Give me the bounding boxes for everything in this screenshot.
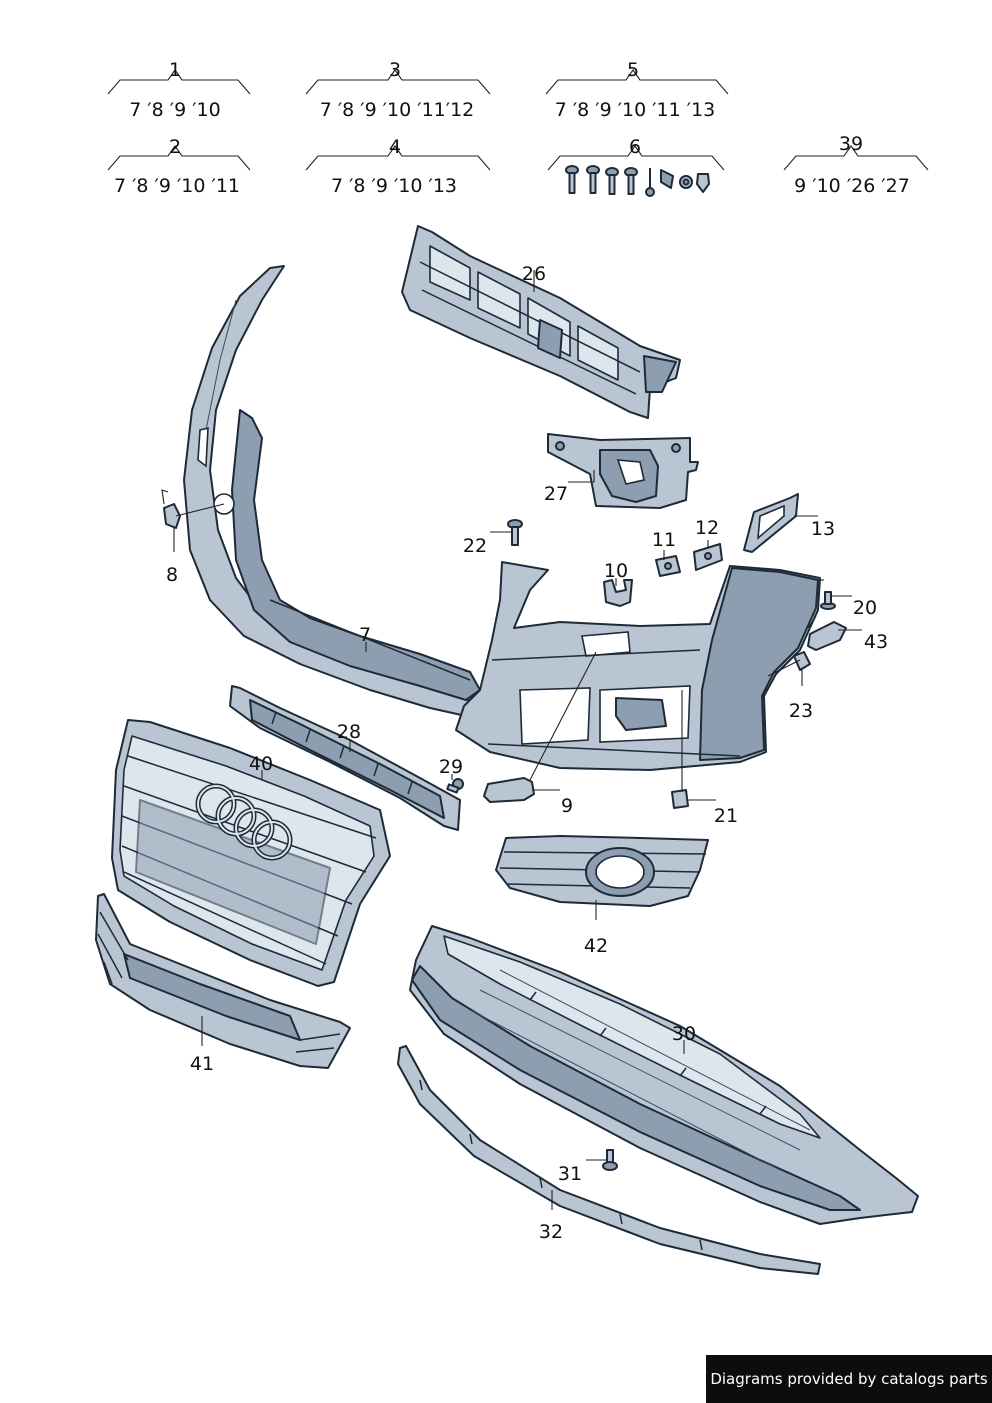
lower-trim-strip-32: [397, 1045, 821, 1275]
tow-cover-9: [483, 777, 535, 803]
callout-31: 31: [558, 1163, 582, 1185]
legend-subparts-3: 7 ′8 ′9 ′10 ′11′12: [320, 99, 475, 121]
legend-subparts-4: 7 ′8 ′9 ′10 ′13: [331, 175, 457, 197]
clip-12: [693, 543, 723, 571]
legend-number-2: 2: [169, 136, 181, 158]
legend-subparts-1: 7 ′8 ′9 ′10: [129, 99, 221, 121]
legend-group-3: 3 7 ′8 ′9 ′10 ′11′12: [305, 59, 491, 121]
callout-7: 7: [359, 624, 371, 646]
callout-29: 29: [439, 756, 463, 778]
callout-23: 23: [789, 700, 813, 722]
callout-21: 21: [714, 805, 738, 827]
callout-11: 11: [652, 529, 676, 551]
callout-43: 43: [864, 631, 888, 653]
callout-40: 40: [249, 753, 273, 775]
clip-23: [793, 651, 811, 671]
trim-frame-13: [743, 493, 799, 553]
screw-29: [446, 778, 464, 794]
legend-group-2: 2 7 ′8 ′9 ′10 ′11: [107, 136, 251, 197]
callout-28: 28: [337, 721, 361, 743]
credit-banner[interactable]: Diagrams provided by catalogs parts: [706, 1355, 992, 1403]
callout-27: 27: [544, 483, 568, 505]
callout-labels: 26 27 22 10 11 12 13 20 43 23 8 7 28 40 …: [166, 263, 888, 1243]
legend-subparts-5: 7 ′8 ′9 ′10 ′11 ′13: [555, 99, 716, 121]
callout-12: 12: [695, 517, 719, 539]
clip-21: [671, 789, 689, 809]
leader-lines: [173, 270, 862, 1210]
callout-10: 10: [604, 560, 628, 582]
brand-rings-emblem: [195, 783, 293, 861]
callout-13: 13: [811, 518, 835, 540]
screw-22: [507, 519, 523, 546]
legend-number-4: 4: [389, 136, 401, 158]
lower-grille-41: [95, 893, 351, 1069]
callout-20: 20: [853, 597, 877, 619]
callout-42: 42: [584, 935, 608, 957]
callout-41: 41: [190, 1053, 214, 1075]
legend-group-5: 5 7 ′8 ′9 ′10 ′11 ′13: [545, 59, 729, 121]
screw-set-icon: [565, 165, 710, 197]
callout-9: 9: [561, 795, 573, 817]
callout-26: 26: [522, 263, 546, 285]
callout-30: 30: [672, 1023, 696, 1045]
legend-group-39: 39 9 ′10 ′26 ′27: [783, 133, 929, 197]
clip-10: [603, 579, 633, 607]
legend-group-1: 1 7 ′8 ′9 ′10: [107, 59, 251, 121]
legend-number-39: 39: [839, 133, 863, 155]
legend-subparts-39: 9 ′10 ′26 ′27: [794, 175, 910, 197]
fog-light-grille-42: [495, 835, 709, 907]
grille-strip-28: [229, 685, 461, 831]
clip-11: [655, 555, 681, 577]
callout-32: 32: [539, 1221, 563, 1243]
legend-number-6: 6: [629, 136, 641, 158]
legend-group-4: 4 7 ′8 ′9 ′10 ′13: [305, 136, 491, 197]
screw-31: [602, 1149, 618, 1171]
legend-number-1: 1: [169, 59, 181, 81]
callout-8: 8: [166, 564, 178, 586]
bumper-cover-7: [183, 265, 821, 771]
cover-43: [807, 615, 847, 651]
cap-8: [161, 489, 181, 529]
screw-20: [820, 591, 836, 610]
legend-group-6: 6: [547, 136, 725, 197]
legend-subparts-2: 7 ′8 ′9 ′10 ′11: [114, 175, 240, 197]
underbody-panel-30: [409, 925, 919, 1225]
callout-22: 22: [463, 535, 487, 557]
legend-number-5: 5: [627, 59, 639, 81]
radiator-grille-40: [111, 719, 391, 987]
bracket-27: [547, 433, 699, 509]
legend-number-3: 3: [389, 59, 401, 81]
bumper-carrier-26: [401, 225, 681, 419]
